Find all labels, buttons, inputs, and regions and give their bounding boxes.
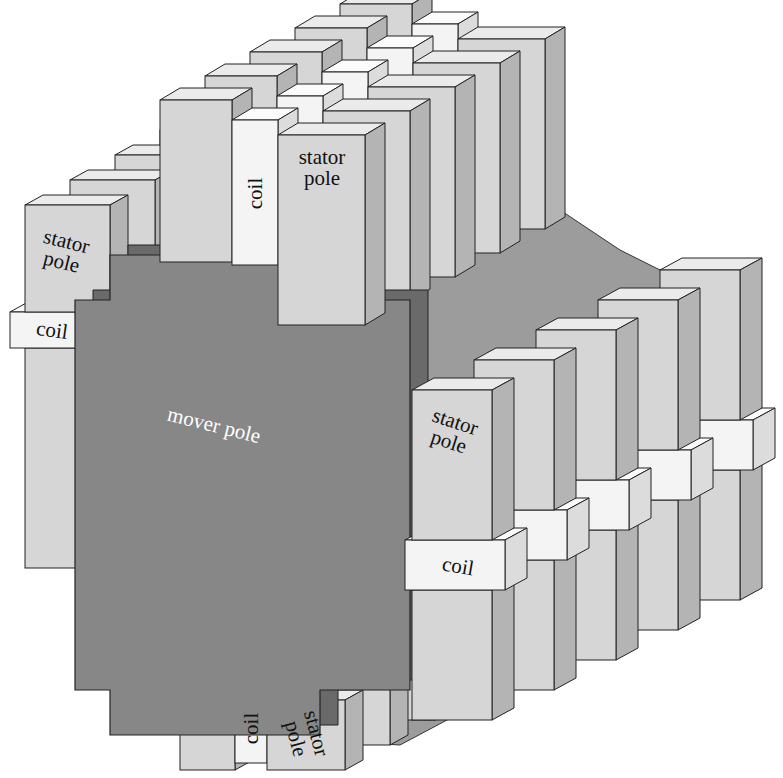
stator-pole-block [412, 378, 514, 540]
stator-pole-block-side [616, 518, 638, 660]
mover-front [75, 255, 410, 735]
coil-band-side [567, 498, 589, 560]
coil-band-side [629, 468, 651, 530]
stator-pole-block-front [278, 135, 365, 325]
stator-pole-block-front [412, 390, 492, 540]
part-label: coil [241, 698, 262, 758]
stator-pole-block-side [365, 123, 385, 325]
stator-pole-block-side [740, 258, 762, 420]
stator-pole-block-side [678, 488, 700, 630]
stator-pole-block [412, 578, 514, 720]
stator-pole-block-side [740, 458, 762, 600]
stator-pole-block-side [554, 348, 576, 510]
stator-pole-block-side [455, 75, 475, 277]
stator-pole-block-side [500, 51, 520, 253]
coil-band-side [691, 438, 713, 500]
part-label: stator pole [287, 147, 357, 189]
stator-pole-block-side [545, 27, 565, 229]
stator-pole-block-front [412, 590, 492, 720]
stator-pole-block-front [160, 100, 232, 262]
coil-band-front [405, 540, 505, 590]
stator-pole-block-side [678, 288, 700, 450]
coil-band-side [505, 528, 527, 590]
stator-pole-block-side [554, 548, 576, 690]
stator-pole-block-side [492, 378, 514, 540]
coil-band-front [232, 120, 278, 265]
coil-band-side [753, 408, 775, 470]
stator-pole-block-side [492, 578, 514, 720]
part-label: coil [245, 163, 266, 223]
stator-pole-block-side [410, 99, 430, 301]
stator-pole-block-side [616, 318, 638, 480]
stator-pole-block [278, 123, 385, 325]
stator-pole-block-side [345, 690, 363, 770]
